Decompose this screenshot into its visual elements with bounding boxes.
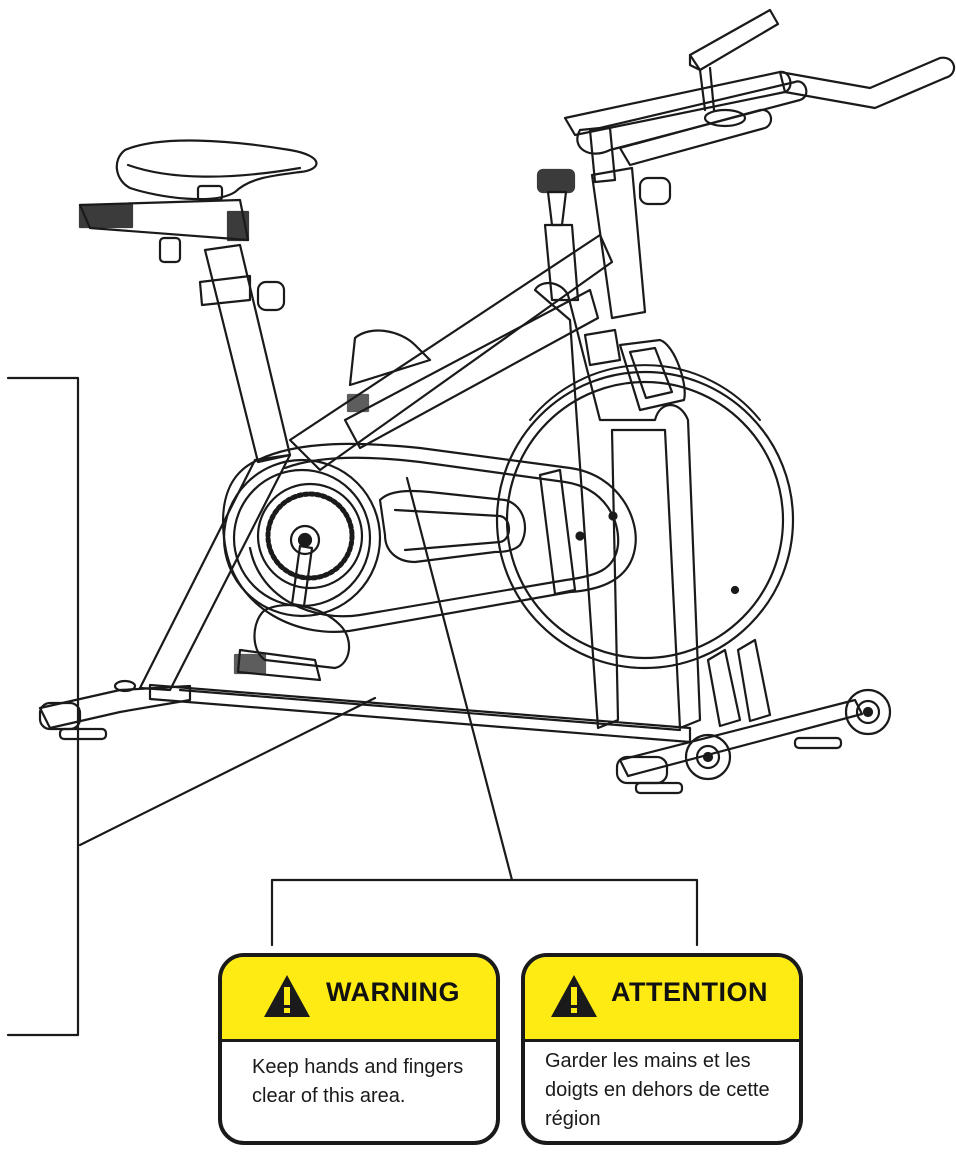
attention-label: ATTENTION Garder les mains et les doigts… [521,953,803,1145]
left-bracket-callout [6,376,377,1037]
pedal-right [233,603,351,682]
warning-text-line-2: clear of this area. [252,1085,406,1107]
brake-caliper [583,328,686,412]
warning-text-line-1: Keep hands and fingers [252,1056,464,1078]
attention-text: Garder les mains et les doigts en dehors… [545,1047,770,1134]
flywheel [495,364,795,670]
rear-stabilizer [38,679,192,741]
crank-assembly [222,458,382,618]
attention-title: ATTENTION [611,977,768,1007]
warning-label-header: WARNING [222,957,496,1042]
handlebars [563,8,956,206]
attention-text-line-1: Garder les mains et les [545,1050,751,1072]
warning-text: Keep hands and fingers clear of this are… [252,1053,463,1111]
attention-text-line-2: doigts en dehors de cette [545,1079,770,1101]
front-stabilizer [615,688,892,795]
lower-bracket-callout [270,476,699,947]
frame [138,166,772,730]
warning-label: WARNING Keep hands and fingers clear of … [218,953,500,1145]
pedal-left [346,329,432,413]
seat [78,139,318,312]
attention-label-header: ATTENTION [525,957,799,1042]
base-rail [148,683,692,744]
resistance-knob [536,168,580,302]
warning-triangle-icon [551,975,597,1017]
warning-triangle-icon [264,975,310,1017]
attention-text-line-3: région [545,1108,601,1130]
warning-title: WARNING [326,977,460,1007]
